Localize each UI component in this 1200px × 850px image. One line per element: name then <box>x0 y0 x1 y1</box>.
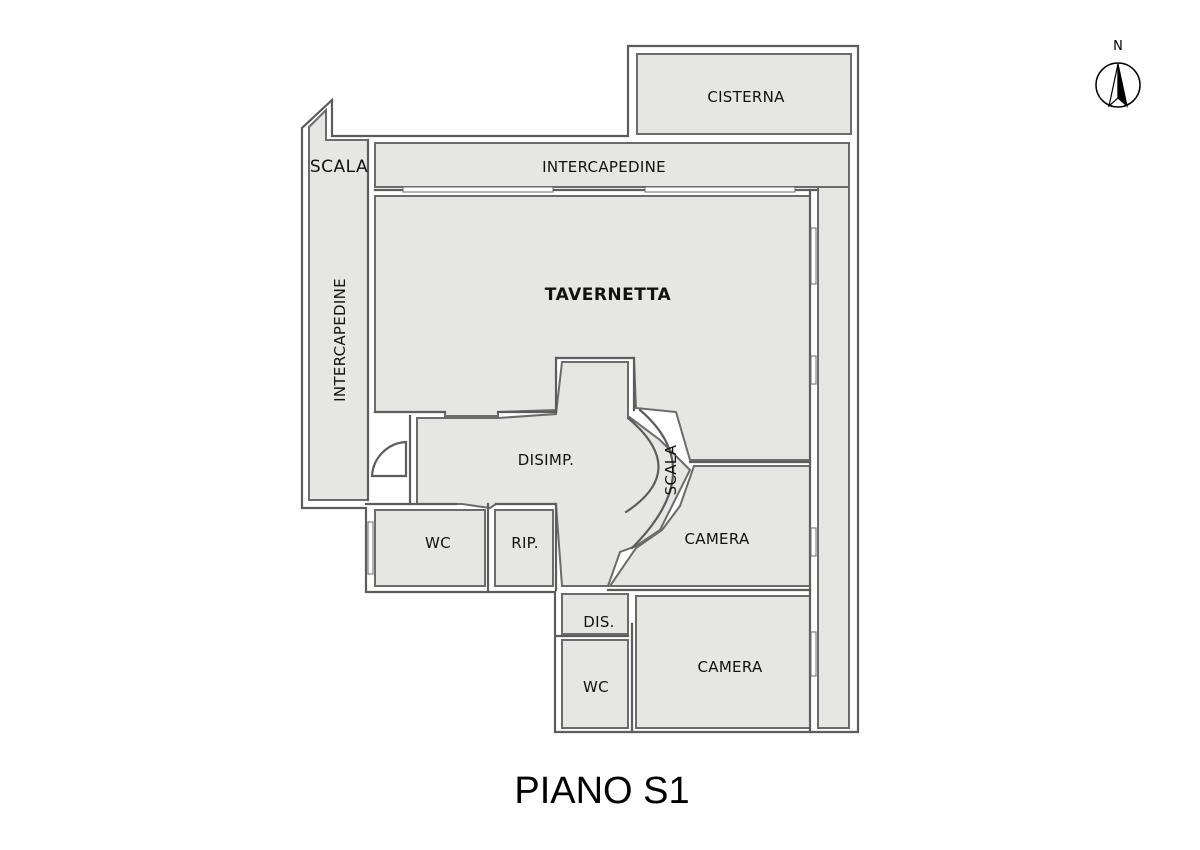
outer-wall <box>300 44 860 734</box>
curved-stair <box>624 408 675 550</box>
room-rip <box>494 509 554 587</box>
label-camera-2: CAMERA <box>697 658 762 676</box>
label-disimp: DISIMP. <box>518 451 574 469</box>
door-swing <box>370 440 408 478</box>
label-rip: RIP. <box>511 534 539 552</box>
plan-title: PIANO S1 <box>514 770 689 812</box>
label-dis: DIS. <box>583 613 614 631</box>
label-cisterna: CISTERNA <box>707 88 785 106</box>
room-cisterna <box>636 53 852 135</box>
label-wc-1: WC <box>425 534 451 552</box>
label-scala-center: SCALA <box>662 444 680 495</box>
label-tavernetta: TAVERNETTA <box>545 285 672 305</box>
label-camera-1: CAMERA <box>684 530 749 548</box>
room-disimp <box>416 361 692 587</box>
room-camera-2 <box>635 595 811 729</box>
label-intercapedine-left: INTERCAPEDINE <box>331 278 349 402</box>
room-intercapedine-right <box>817 186 850 729</box>
label-intercapedine-top: INTERCAPEDINE <box>542 158 666 176</box>
windows <box>367 186 817 677</box>
north-arrow-icon: N <box>1095 39 1141 108</box>
label-wc-2: WC <box>583 678 609 696</box>
room-intercapedine-top <box>374 142 850 188</box>
label-scala-left: SCALA <box>310 157 368 177</box>
room-wc-1 <box>374 509 486 587</box>
room-wc-2 <box>561 639 629 729</box>
room-dis <box>561 593 629 635</box>
svg-text:N: N <box>1113 39 1123 54</box>
